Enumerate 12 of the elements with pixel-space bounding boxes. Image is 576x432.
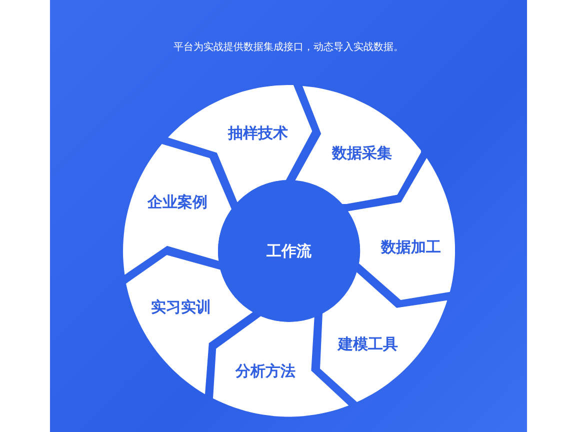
subtitle-text: 平台为实战提供数据集成接口，动态导入实战数据。	[172, 40, 404, 55]
segment-label: 分析方法	[236, 360, 296, 382]
segment-label: 实习实训	[150, 297, 211, 318]
ring-segment	[294, 86, 422, 204]
segment-label: 数据加工	[380, 236, 441, 258]
segment-label: 抽样技术	[228, 122, 288, 144]
segment-label: 数据采集	[332, 142, 392, 164]
segment-label: 企业案例	[147, 191, 208, 212]
segment-label: 建模工具	[338, 334, 398, 355]
center-label: 工作流	[266, 240, 312, 262]
ring-segment	[123, 144, 232, 275]
ring-segment	[320, 272, 448, 402]
